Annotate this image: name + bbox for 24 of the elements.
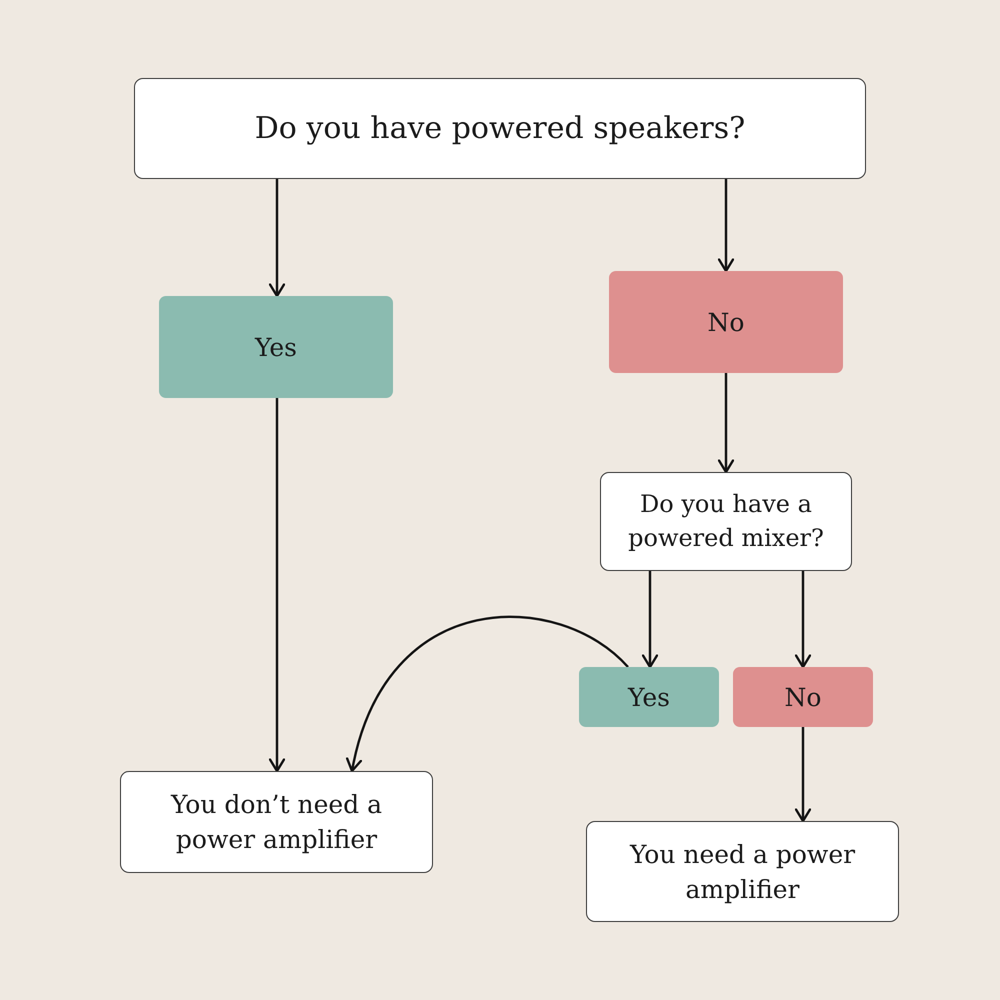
answer-box (159, 296, 393, 398)
result-text: You don’t need a power amplifier (170, 789, 384, 856)
arrow (718, 373, 734, 474)
arrow (268, 179, 286, 298)
answer-box (733, 667, 873, 727)
arrow (642, 571, 658, 668)
question-text: Do you have a powered mixer? (627, 488, 825, 554)
answer-label: No (708, 306, 744, 338)
answer-label: Yes (628, 682, 670, 714)
result-box (586, 821, 899, 922)
answer-label: No (784, 682, 822, 714)
answer-label: Yes (255, 332, 297, 364)
arrow (268, 398, 286, 772)
arrow (794, 727, 812, 822)
question-text: Do you have powered speakers? (254, 110, 746, 148)
answer-box (609, 271, 843, 373)
answer-box (579, 667, 719, 727)
question-box (134, 78, 866, 179)
arrow (718, 179, 734, 272)
result-text: You need a power amplifier (628, 838, 856, 906)
arrow (794, 571, 812, 668)
question-box (600, 472, 852, 571)
result-box (120, 771, 433, 873)
arrow (346, 616, 629, 772)
